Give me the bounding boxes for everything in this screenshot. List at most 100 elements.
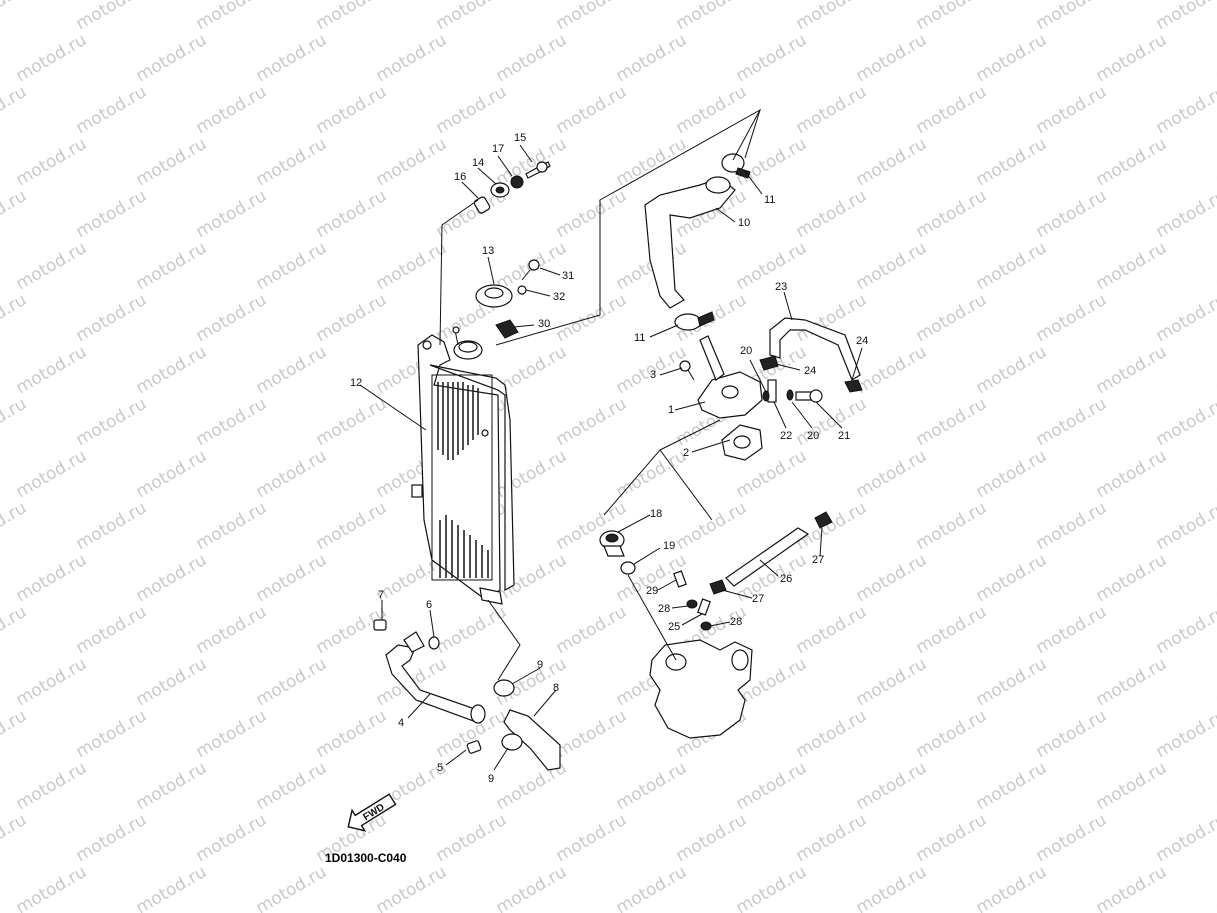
- watermark-text: motod.ru: [1213, 758, 1217, 814]
- bolt-part-3[interactable]: [679, 360, 695, 381]
- watermark-text: motod.ru: [133, 342, 211, 398]
- o-ring-part-19[interactable]: [620, 561, 636, 575]
- hose-part-8[interactable]: [503, 709, 561, 771]
- watermark-text: motod.ru: [73, 498, 151, 554]
- watermark-text: motod.ru: [0, 706, 30, 762]
- watermark-text: motod.ru: [133, 862, 211, 913]
- watermark-text: motod.ru: [253, 238, 331, 294]
- bolt-part-15[interactable]: [525, 161, 551, 179]
- screw-part-7[interactable]: [373, 619, 387, 631]
- watermark-text: motod.ru: [493, 446, 571, 502]
- watermark-text: motod.ru: [133, 550, 211, 606]
- bypass-hose-part-26[interactable]: [725, 527, 810, 587]
- collar-part-16[interactable]: [473, 196, 491, 214]
- watermark-text: motod.ru: [0, 810, 30, 866]
- watermark-text: motod.ru: [0, 394, 30, 450]
- pump-cover-part-1[interactable]: [697, 335, 763, 419]
- callout-27: 27: [812, 554, 824, 566]
- watermark-text: motod.ru: [253, 446, 331, 502]
- screw-part-29[interactable]: [673, 570, 687, 588]
- watermark-text: motod.ru: [1153, 498, 1217, 554]
- watermark-text: motod.ru: [253, 30, 331, 86]
- watermark-text: motod.ru: [73, 0, 151, 34]
- watermark-text: motod.ru: [853, 134, 931, 190]
- bolt-part-5[interactable]: [466, 740, 482, 754]
- fitting-part-22[interactable]: [767, 379, 777, 403]
- watermark-text: motod.ru: [793, 394, 871, 450]
- callout-4: 4: [398, 717, 404, 729]
- watermark-text: motod.ru: [1213, 862, 1217, 913]
- watermark-text: motod.ru: [973, 30, 1051, 86]
- watermark-text: motod.ru: [73, 290, 151, 346]
- hose-clip-part-24-b[interactable]: [844, 379, 863, 393]
- washer-part-17[interactable]: [510, 175, 524, 189]
- radiator-cap-part-13[interactable]: [475, 284, 513, 308]
- watermark-text: motod.ru: [313, 394, 391, 450]
- gasket-part-2[interactable]: [721, 424, 763, 461]
- hose-clip-part-27-a[interactable]: [814, 511, 833, 529]
- callout-28: 28: [658, 603, 670, 615]
- watermark-text: motod.ru: [73, 82, 151, 138]
- hose-clamp-part-11-upper[interactable]: [721, 153, 751, 179]
- callout-11: 11: [634, 332, 645, 344]
- grommet-part-14[interactable]: [490, 182, 510, 198]
- watermark-text: motod.ru: [253, 342, 331, 398]
- watermark-text: motod.ru: [13, 30, 91, 86]
- upper-hose-part-10[interactable]: [644, 176, 736, 309]
- callout-23: 23: [775, 281, 787, 293]
- watermark-text: motod.ru: [793, 82, 871, 138]
- watermark-text: motod.ru: [313, 290, 391, 346]
- watermark-text: motod.ru: [193, 602, 271, 658]
- watermark-text: motod.ru: [253, 862, 331, 913]
- washer-part-28-b[interactable]: [700, 621, 712, 631]
- watermark-text: motod.ru: [0, 0, 30, 34]
- callout-18: 18: [650, 508, 662, 520]
- watermark-text: motod.ru: [1033, 394, 1111, 450]
- callout-19: 19: [663, 540, 675, 552]
- watermark-text: motod.ru: [373, 862, 451, 913]
- hose-clamp-part-9-lower[interactable]: [501, 733, 523, 751]
- washer-part-32[interactable]: [517, 285, 527, 295]
- callout-14: 14: [472, 157, 484, 169]
- lower-hose-part-4[interactable]: [385, 631, 486, 724]
- washer-part-20-a[interactable]: [762, 390, 770, 402]
- watermark-text: motod.ru: [913, 810, 991, 866]
- watermark-text: motod.ru: [913, 394, 991, 450]
- hose-clamp-part-9-upper[interactable]: [493, 679, 515, 697]
- watermark-text: motod.ru: [13, 238, 91, 294]
- watermark-text: motod.ru: [853, 238, 931, 294]
- hose-clip-part-27-b[interactable]: [709, 579, 727, 595]
- watermark-text: motod.ru: [0, 498, 30, 554]
- washer-part-20-b[interactable]: [786, 389, 794, 401]
- watermark-text: motod.ru: [1093, 238, 1171, 294]
- bolt-part-31[interactable]: [521, 259, 540, 281]
- watermark-text: motod.ru: [13, 446, 91, 502]
- thermostat-part-18[interactable]: [599, 530, 625, 557]
- watermark-text: motod.ru: [853, 758, 931, 814]
- watermark-text: motod.ru: [133, 446, 211, 502]
- clip-part-30[interactable]: [495, 319, 519, 339]
- drawing-code: 1D01300-C040: [325, 851, 407, 865]
- hose-clamp-part-11-lower[interactable]: [674, 311, 715, 331]
- callout-10: 10: [738, 217, 750, 229]
- watermark-text: motod.ru: [853, 550, 931, 606]
- washer-part-28-a[interactable]: [686, 599, 698, 609]
- watermark-text: motod.ru: [853, 654, 931, 710]
- hose-clip-part-24-a[interactable]: [759, 355, 779, 371]
- watermark-text: motod.ru: [1213, 446, 1217, 502]
- watermark-text: motod.ru: [133, 30, 211, 86]
- watermark-text: motod.ru: [613, 134, 691, 190]
- o-ring-part-6[interactable]: [428, 636, 440, 650]
- watermark-text: motod.ru: [133, 134, 211, 190]
- bolt-part-21[interactable]: [795, 389, 823, 403]
- watermark-text: motod.ru: [1153, 290, 1217, 346]
- watermark-text: motod.ru: [1093, 134, 1171, 190]
- watermark-text: motod.ru: [733, 238, 811, 294]
- watermark-text: motod.ru: [973, 550, 1051, 606]
- watermark-text: motod.ru: [1213, 238, 1217, 294]
- bolt-part-25[interactable]: [697, 598, 711, 616]
- radiator-part-12[interactable]: [411, 326, 515, 605]
- watermark-text: motod.ru: [13, 342, 91, 398]
